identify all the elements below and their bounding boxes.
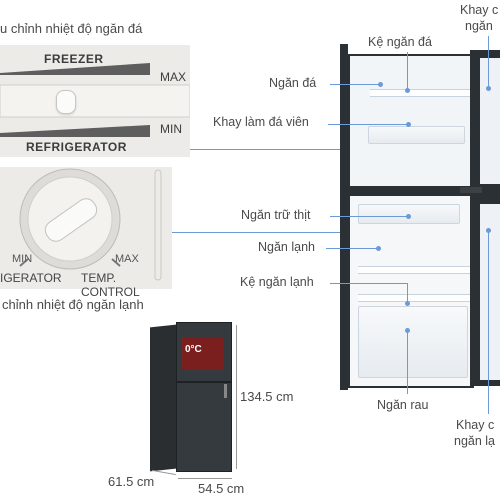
khay-bottom-leader (488, 230, 489, 414)
khay-bottom-dot (486, 228, 491, 233)
fridge-shelf (358, 266, 470, 274)
ngan-rau-dot (405, 328, 410, 333)
vegetable-drawer (358, 306, 468, 378)
width-dimension-label: 54.5 cm (198, 481, 245, 496)
ke-ngan-lanh-dot (405, 301, 410, 306)
khay-top-leader (488, 36, 489, 86)
right-door-liner-top (480, 58, 500, 184)
khay-lam-da-dot (406, 122, 411, 127)
freezer-control-caption: u chỉnh nhiệt độ ngăn đá (0, 21, 143, 36)
callout-ke-ngan-da: Kệ ngăn đá (368, 35, 432, 49)
ngan-da-dot (378, 82, 383, 87)
callout-khay-lam-da: Khay làm đá viên (213, 115, 309, 129)
fridge-screen-text: 0°C (185, 344, 202, 355)
callout-khay-bottom-line1: Khay c (456, 418, 495, 432)
callout-ngan-da: Ngăn đá (269, 76, 317, 90)
fridge-dial-refrigerator-label: IGERATOR (0, 271, 62, 285)
fridge-product-image: 0°C (150, 322, 232, 472)
freezer-scale-graphic (0, 63, 190, 137)
ke-ngan-da-dot (405, 88, 410, 93)
ngan-da-leader (330, 84, 380, 85)
open-fridge (340, 44, 500, 390)
fridge-side-panel (150, 324, 176, 472)
fridge-dial-min-label: MIN (12, 253, 33, 265)
ngan-lanh-dot (376, 246, 381, 251)
callout-khay-bottom-line2: ngăn lạ (454, 434, 496, 448)
freezer-compartment (348, 54, 474, 188)
freezer-slider-knob[interactable] (56, 90, 76, 114)
compartment-divider (348, 186, 470, 196)
freezer-max-label: MAX (160, 70, 187, 84)
fridge-shelf-lower (358, 294, 470, 302)
ngan-tru-thit-leader (330, 216, 408, 217)
ke-ngan-lanh-leader (330, 283, 408, 284)
fridge-display-screen: 0°C (182, 338, 224, 370)
callout-khay-top-line2: ngăn (465, 19, 493, 33)
ngan-lanh-leader (326, 248, 378, 249)
height-dimension-line (236, 325, 237, 469)
fridge-dial-max-label: MAX (115, 253, 139, 265)
ke-ngan-da-leader (407, 52, 408, 90)
fridge-control-caption: chỉnh nhiệt độ ngăn lạnh (2, 297, 144, 312)
height-dimension-label: 134.5 cm (240, 389, 294, 404)
freezer-shelf (370, 89, 470, 97)
ngan-tru-thit-dot (406, 214, 411, 219)
callout-ngan-tru-thit: Ngăn trữ thịt (241, 208, 311, 222)
depth-dimension-label: 61.5 cm (108, 474, 155, 489)
fridge-control-leader-line (172, 232, 404, 233)
fridge-handle (224, 384, 227, 398)
freezer-control-leader-line (190, 149, 405, 150)
freezer-label: FREEZER (44, 52, 104, 66)
callout-ngan-rau: Ngăn rau (377, 398, 429, 412)
fridge-front-bottom (176, 382, 232, 472)
refrigerator-label: REFRIGERATOR (26, 140, 127, 154)
fridge-dial-temp-control-label: TEMP. CONTROL (81, 271, 140, 299)
khay-top-dot (486, 86, 491, 91)
freezer-min-label: MIN (160, 122, 182, 136)
left-door-edge (340, 44, 348, 390)
ke-ngan-lanh-drop (407, 283, 408, 303)
door-handle (460, 187, 482, 193)
khay-lam-da-leader (328, 124, 408, 125)
freezer-control-panel: FREEZER MAX MIN REFRIGERATOR (0, 45, 190, 157)
callout-ngan-lanh: Ngăn lạnh (258, 240, 315, 254)
callout-khay-top-line1: Khay c (460, 3, 499, 17)
callout-ke-ngan-lanh: Kệ ngăn lạnh (240, 275, 314, 289)
fridge-control-panel: MIN MAX IGERATOR TEMP. CONTROL (0, 167, 172, 299)
width-dimension-line (178, 478, 232, 479)
right-door-liner-bottom (480, 204, 500, 380)
ice-tray (368, 126, 465, 144)
ngan-rau-leader (407, 330, 408, 394)
